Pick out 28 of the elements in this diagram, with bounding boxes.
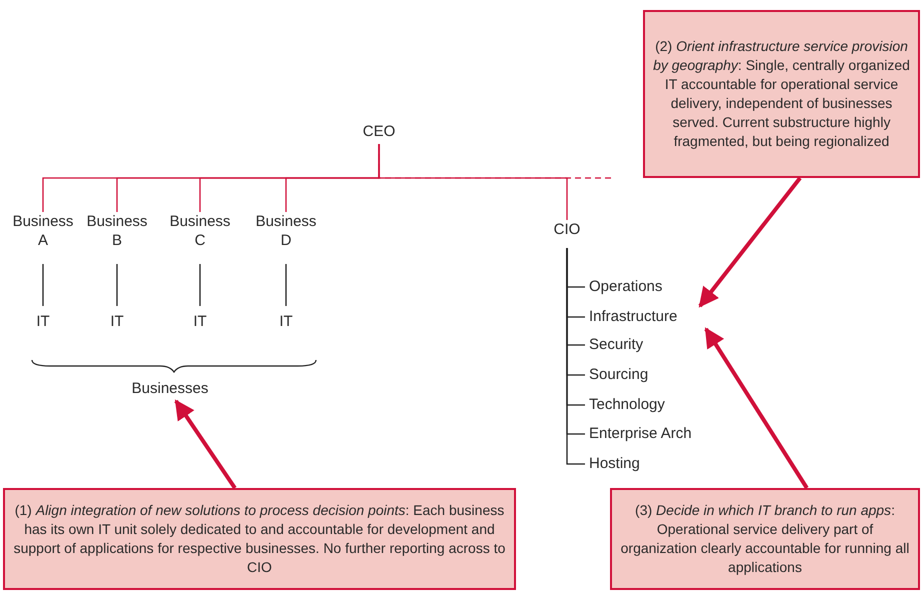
- arrow: [174, 399, 237, 490]
- unit-label: Enterprise Arch: [589, 424, 711, 444]
- role-label: IT: [105, 312, 129, 332]
- group-label: Businesses: [122, 379, 218, 399]
- unit-label: Technology: [589, 395, 679, 415]
- callout-box: (2) Orient infrastructure service provision by geography: Single, centrally organized IT accountable for operational service delivery, independent of businesses served. Current substructure highly fragmented, but being regionalized: [643, 10, 920, 178]
- role-label: Business B: [84, 212, 150, 252]
- callout-box: (1) Align integration of new solutions to process decision points: Each business has its own IT unit solely dedicated to and accountable for development and support of applications for respective businesses. No further reporting across to CIO: [3, 488, 516, 590]
- unit-label: Operations: [589, 277, 685, 297]
- role-label: Business C: [167, 212, 233, 252]
- connector-line: [199, 264, 201, 306]
- arrow: [704, 327, 809, 490]
- role-label: CIO: [549, 220, 585, 242]
- role-label: Business D: [253, 212, 319, 252]
- unit-label: Hosting: [589, 454, 651, 474]
- unit-label: Security: [589, 335, 659, 355]
- callout-box: (3) Decide in which IT branch to run apps: Operational service delivery part of organization clearly accountable for running all applications: [610, 488, 920, 590]
- connector-line: [116, 264, 118, 306]
- role-label: IT: [274, 312, 298, 332]
- unit-label: Infrastructure: [589, 307, 695, 327]
- arrow: [698, 176, 802, 308]
- role-label: IT: [31, 312, 55, 332]
- unit-label: Sourcing: [589, 365, 659, 385]
- connector-line: [42, 264, 44, 306]
- connector-line: [285, 264, 287, 306]
- role-label: CEO: [355, 122, 403, 144]
- role-label: IT: [188, 312, 212, 332]
- role-label: Business A: [10, 212, 76, 252]
